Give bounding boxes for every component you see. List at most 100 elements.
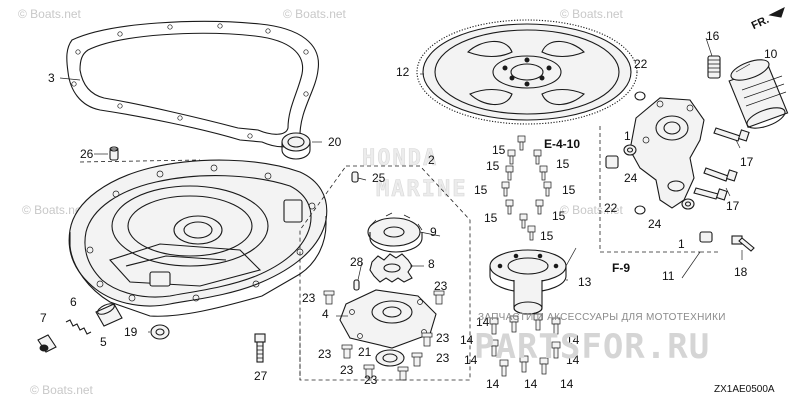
callout-24-b: 24 [648, 217, 662, 231]
ref-e-4-10: E-4-10 [544, 137, 580, 151]
callout-21: 21 [358, 345, 372, 359]
watermark-layer: © Boats.net © Boats.net © Boats.net © Bo… [18, 7, 624, 397]
callout-11: 11 [662, 269, 675, 283]
callout-23-c: 23 [436, 331, 450, 345]
callout-1-b: 1 [678, 237, 685, 251]
part-o-ring-upper [634, 91, 646, 101]
callout-17-a: 17 [740, 155, 754, 169]
part-bolts-17 [693, 127, 750, 201]
part-bolts-15 [501, 135, 552, 241]
callout-23-g: 23 [364, 373, 378, 387]
boats-watermark-top-center: © Boats.net [283, 7, 347, 21]
callout-23-e: 23 [318, 347, 332, 361]
leader-lines [59, 37, 751, 333]
part-oil-filter [728, 59, 789, 129]
honda-watermark-line2: MARINE [376, 177, 467, 202]
front-direction-arrow-icon [768, 7, 785, 18]
part-bolts-23 [323, 290, 445, 381]
callout-17-b: 17 [726, 199, 740, 213]
callout-22-b: 22 [604, 201, 618, 215]
part-washers-24 [623, 144, 695, 210]
part-washer [150, 324, 170, 340]
honda-watermark-line1: HONDA [362, 146, 438, 171]
part-case-housing [68, 159, 328, 317]
part-pump-seal [375, 349, 405, 367]
callout-labels: 3 20 26 25 2 9 8 28 4 6 7 5 19 27 23 23 … [40, 29, 778, 391]
part-filter-bracket [629, 97, 705, 209]
callout-15-f: 15 [484, 211, 498, 225]
callout-15-e: 15 [562, 183, 576, 197]
callout-19: 19 [124, 325, 138, 339]
shop-tagline: ЗАПЧАСТИ И АКСЕССУАРЫ ДЛЯ МОТОТЕХНИКИ [478, 312, 726, 323]
callout-8: 8 [428, 257, 435, 271]
boats-watermark-mid-left: © Boats.net [22, 203, 86, 217]
boats-watermark-top-left: © Boats.net [18, 7, 82, 21]
callout-7: 7 [40, 311, 47, 325]
part-gasket [66, 20, 319, 148]
callout-9: 9 [430, 225, 437, 239]
part-sensor-1 [605, 155, 713, 243]
callout-2: 2 [428, 153, 435, 167]
part-bolt-27 [254, 333, 266, 363]
part-pump-body [339, 289, 437, 349]
part-o-ring-lower [634, 205, 646, 215]
callout-14-g: 14 [524, 377, 538, 391]
part-dowel-pin [109, 146, 119, 161]
boats-watermark-mid-right: © Boats.net [560, 203, 624, 217]
callout-5: 5 [100, 335, 107, 349]
part-relief-valve-group [37, 303, 123, 353]
boats-watermark-top-right: © Boats.net [560, 7, 624, 21]
callout-4: 4 [322, 307, 329, 321]
callout-18: 18 [734, 265, 748, 279]
part-flywheel [416, 19, 638, 125]
callout-15-a: 15 [492, 143, 506, 157]
front-direction-marker: FR. [750, 7, 785, 32]
callout-23-b: 23 [434, 279, 448, 293]
callout-14-a: 14 [476, 315, 490, 329]
callout-14-d: 14 [464, 353, 478, 367]
callout-24-a: 24 [624, 171, 638, 185]
callout-1-a: 1 [624, 129, 631, 143]
callout-28: 28 [350, 255, 364, 269]
callout-23-a: 23 [302, 291, 316, 305]
callout-12: 12 [396, 65, 410, 79]
callout-27: 27 [254, 369, 268, 383]
callout-20: 20 [328, 135, 342, 149]
boats-watermark-bottom-left: © Boats.net [30, 383, 94, 397]
callout-15-b: 15 [486, 159, 500, 173]
assembly-group-outlines [79, 126, 720, 381]
callout-15-d: 15 [474, 183, 488, 197]
part-pump-pin [353, 279, 360, 291]
part-outer-gear [369, 253, 413, 283]
part-bolts-14 [489, 313, 561, 377]
front-direction-label: FR. [750, 14, 771, 32]
callout-6: 6 [70, 295, 77, 309]
part-bolt-18 [731, 235, 755, 252]
part-oil-pump-assembly [339, 212, 437, 367]
part-drive-hub [489, 249, 567, 315]
part-filter-nipple [707, 55, 721, 79]
callout-14-e: 14 [566, 353, 580, 367]
callout-14-f: 14 [486, 377, 500, 391]
callout-13: 13 [578, 275, 592, 289]
shop-watermark: ЗАПЧАСТИ И АКСЕССУАРЫ ДЛЯ МОТОТЕХНИКИ PA… [474, 312, 726, 367]
callout-16: 16 [706, 29, 720, 43]
callout-23-f: 23 [340, 363, 354, 377]
callout-23-d: 23 [436, 351, 450, 365]
callout-15-h: 15 [540, 229, 554, 243]
callout-10: 10 [764, 47, 778, 61]
callout-15-g: 15 [552, 209, 566, 223]
callout-3: 3 [48, 71, 55, 85]
callout-26: 26 [80, 147, 94, 161]
callout-14-b: 14 [460, 333, 474, 347]
shop-logo: PARTSFOR.RU [474, 327, 710, 367]
callout-15-c: 15 [556, 157, 570, 171]
diagram-code: ZX1AE0500A [714, 384, 775, 395]
callout-22-a: 22 [634, 57, 648, 71]
callout-25: 25 [372, 171, 386, 185]
callout-14-c: 14 [566, 333, 580, 347]
part-oil-seal [281, 132, 311, 160]
ref-f-9: F-9 [612, 261, 630, 275]
part-small-dowel [351, 171, 359, 183]
